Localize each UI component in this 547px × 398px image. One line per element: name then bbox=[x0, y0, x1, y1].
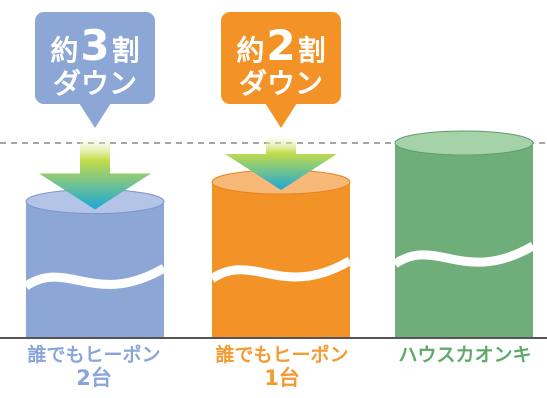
badge-line1: 約3割 bbox=[50, 21, 139, 70]
category-label-line2: 2台 bbox=[76, 366, 112, 390]
category-label-line2: 1台 bbox=[264, 366, 300, 390]
badge-suffix: 割 bbox=[298, 34, 326, 67]
badge-pointer bbox=[79, 103, 111, 128]
category-label-line1: ハウスカオンキ bbox=[398, 344, 532, 366]
category-label-hiipon-2: 誰でもヒーポン 2台 bbox=[14, 344, 174, 390]
cylinder-top bbox=[394, 130, 534, 156]
category-label-line1: 誰でもヒーポン bbox=[215, 344, 349, 366]
badge-prefix: 約 bbox=[236, 34, 264, 67]
down-arrow bbox=[39, 133, 151, 210]
cylinder-body bbox=[395, 143, 533, 338]
badge-prefix: 約 bbox=[50, 34, 78, 67]
badge-number: 3 bbox=[80, 21, 109, 70]
bar-hiipon-2 bbox=[23, 189, 167, 338]
badge-suffix: 割 bbox=[112, 34, 140, 67]
cylinder-wave bbox=[23, 264, 167, 290]
badge-box bbox=[35, 12, 155, 104]
badge-line2: ダウン bbox=[53, 67, 137, 100]
badge-line1: 約2割 bbox=[236, 21, 325, 70]
cylinder-wave bbox=[392, 242, 536, 268]
badge-pointer bbox=[265, 103, 297, 128]
category-label-line1: 誰でもヒーポン bbox=[27, 344, 161, 366]
category-label-hiipon-1: 誰でもヒーポン 1台 bbox=[202, 344, 362, 390]
down-arrow bbox=[225, 133, 337, 190]
bar-house bbox=[392, 130, 536, 338]
badge-box bbox=[221, 12, 341, 104]
bar-hiipon-1 bbox=[209, 169, 353, 338]
badge-number: 2 bbox=[266, 21, 295, 70]
badge-line2: ダウン bbox=[239, 67, 323, 100]
cylinder-wave bbox=[209, 256, 353, 283]
category-label-house: ハウスカオンキ bbox=[385, 344, 545, 366]
cylinder-body bbox=[212, 182, 350, 338]
cylinder-body bbox=[26, 201, 164, 338]
